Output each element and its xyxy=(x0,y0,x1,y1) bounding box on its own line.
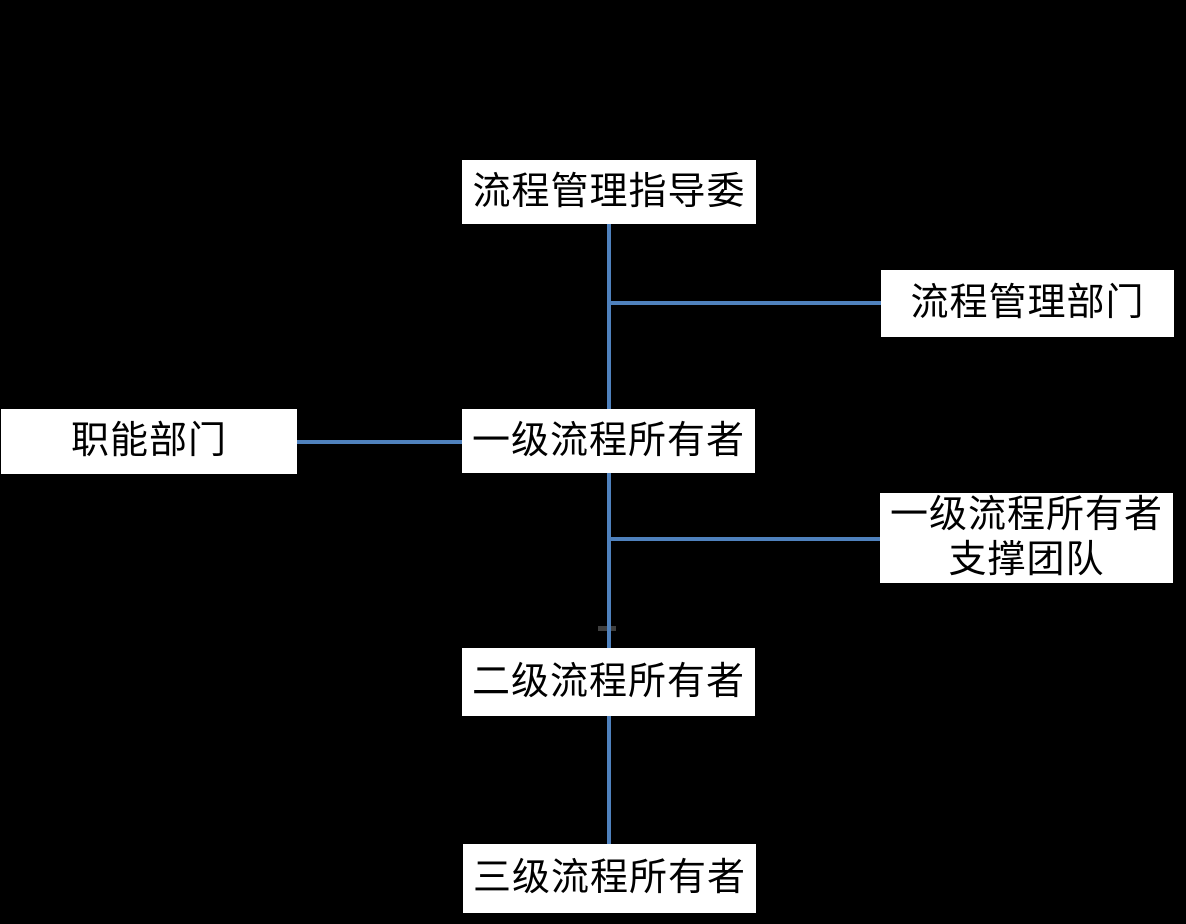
node-level1-owner-support-team: 一级流程所有者 支撑团队 xyxy=(880,493,1173,583)
node-level2-process-owner-label: 二级流程所有者 xyxy=(471,660,745,703)
node-process-management-dept-label: 流程管理部门 xyxy=(910,282,1145,325)
connector-functional-dept-to-l1-owner xyxy=(297,440,462,444)
connector-steering-to-l1-owner xyxy=(607,224,611,409)
node-level3-process-owner-label: 三级流程所有者 xyxy=(472,857,746,900)
connector-l2-owner-to-l3-owner xyxy=(607,715,611,844)
node-process-management-dept: 流程管理部门 xyxy=(881,270,1174,337)
node-level1-process-owner-label: 一级流程所有者 xyxy=(471,419,745,462)
node-level1-process-owner: 一级流程所有者 xyxy=(462,409,755,473)
node-level3-process-owner: 三级流程所有者 xyxy=(463,844,756,913)
node-functional-dept: 职能部门 xyxy=(1,409,297,474)
node-level2-process-owner: 二级流程所有者 xyxy=(462,648,755,716)
connector-l1-owner-to-l2-owner xyxy=(607,473,611,648)
node-level1-owner-support-team-label-line1: 一级流程所有者 xyxy=(889,494,1163,537)
node-functional-dept-label: 职能部门 xyxy=(70,420,227,463)
node-steering-committee-label: 流程管理指导委 xyxy=(472,170,746,213)
connector-branch-to-l1-support-team xyxy=(609,537,880,541)
connector-branch-to-process-mgmt-dept xyxy=(609,301,881,305)
node-steering-committee: 流程管理指导委 xyxy=(462,160,756,224)
node-level1-owner-support-team-label-line2: 支撑团队 xyxy=(948,539,1105,581)
